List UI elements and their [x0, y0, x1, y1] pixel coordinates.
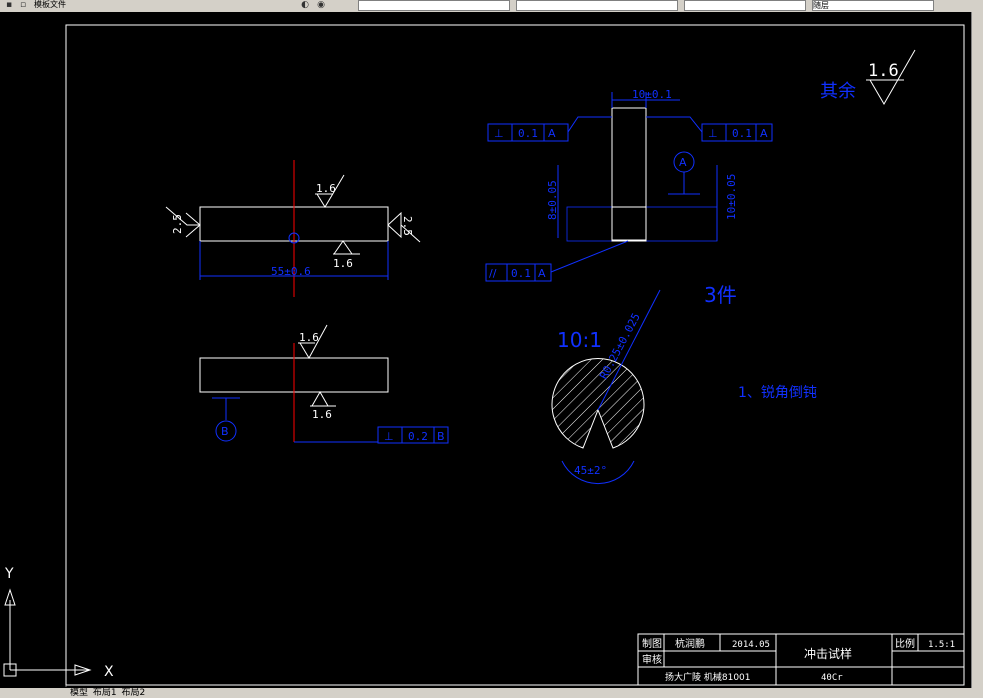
color-combo[interactable] — [516, 0, 678, 11]
fcf-left-frame — [487, 123, 569, 142]
properties-icon[interactable]: ◉ — [317, 0, 325, 10]
title-block-frame — [637, 633, 965, 686]
tb-material: 40Cr — [821, 673, 843, 683]
fcf-parallel-datum: A — [538, 267, 546, 280]
roughness-right-line — [400, 224, 421, 243]
roughness-symbol-bottom — [333, 240, 353, 255]
outer-frame — [65, 24, 964, 687]
fcf-parallel-value: 0.1 — [511, 267, 531, 280]
layer-combo[interactable] — [358, 0, 510, 11]
ucs-x-label: X — [104, 664, 114, 680]
datum-a-label: A — [679, 156, 687, 169]
tb-school: 扬大广陵 机械81001 — [665, 671, 751, 683]
fcf-right-perp-icon: ⊥ — [708, 127, 718, 140]
roughness-rest-value: 1.6 — [868, 61, 899, 81]
length-dim: 55±0.6 — [271, 265, 311, 278]
roughness-left-tri — [185, 212, 201, 238]
tb-date: 2014.05 — [732, 640, 770, 650]
roughness-rest-label: 其余 — [820, 81, 856, 102]
tb-scale-value: 1.5:1 — [928, 640, 955, 650]
open-file-icon[interactable]: ▫ — [19, 0, 27, 10]
roughness-rest-symbol — [869, 49, 916, 105]
datum-b-circle — [215, 420, 237, 442]
note-text: 1、锐角倒钝 — [738, 385, 817, 401]
tb-scale-label: 比例 — [895, 637, 915, 650]
side-roughness-symbol-top — [299, 324, 328, 360]
fcf-right-value: 0.1 — [732, 127, 752, 140]
fcf-left-value: 0.1 — [518, 127, 538, 140]
layout-tabs: 模型 布局1 布局2 — [0, 688, 983, 698]
parallel-icon: // — [489, 267, 497, 280]
tb-review-label: 审核 — [642, 653, 662, 666]
fcf-left-leader — [567, 116, 612, 133]
tb-drawn-label: 制图 — [642, 637, 662, 650]
quantity-label: 3件 — [704, 283, 737, 307]
tab-layout1[interactable]: 布局1 — [92, 688, 117, 698]
roughness-symbol-left — [165, 206, 200, 226]
vertical-scrollbar[interactable] — [971, 12, 983, 688]
tab-model[interactable]: 模型 — [70, 688, 89, 698]
angle-dim: 45±2° — [574, 464, 607, 477]
side-fcf-datum: B — [437, 430, 445, 443]
side-fcf-frame — [377, 426, 449, 444]
radius-leader — [597, 289, 661, 411]
section-square — [611, 206, 647, 242]
fcf-parallel-frame — [485, 263, 552, 282]
ucs-y-label: Y — [4, 566, 14, 582]
tb-drawn-name: 杭润鹏 — [675, 637, 705, 650]
drawing-canvas[interactable]: 其余 1.6 1.6 1.6 2.5 2.5 55±0.6 1.6 1.6 B … — [0, 12, 971, 688]
roughness-symbol-top — [316, 174, 345, 208]
perpendicular-icon: ⊥ — [384, 430, 394, 443]
datum-b-label: B — [221, 425, 229, 438]
top-roughness-left: 2.5 — [171, 214, 184, 234]
side-roughness-top: 1.6 — [299, 331, 319, 344]
detail-scale: 10:1 — [557, 328, 602, 352]
notch-mark — [288, 232, 300, 244]
fcf-left-datum: A — [548, 127, 556, 140]
fcf-right-frame — [701, 123, 773, 142]
top-roughness-right: 2.5 — [401, 216, 414, 236]
title-block — [637, 633, 965, 686]
fcf-right-leader — [646, 116, 703, 133]
top-roughness-top: 1.6 — [316, 182, 336, 195]
fcf-parallel-leader — [550, 240, 629, 273]
top-roughness-bottom: 1.6 — [333, 257, 353, 270]
canvas-background — [0, 12, 971, 688]
width-dim: 10±0.1 — [632, 88, 672, 101]
section-vertical — [611, 107, 647, 241]
side-roughness-bottom: 1.6 — [312, 408, 332, 421]
side-roughness-symbol-bottom — [311, 390, 329, 407]
side-fcf-value: 0.2 — [408, 430, 428, 443]
tb-part-name: 冲击试样 — [804, 646, 852, 661]
height-dim-right: 10±0.05 — [725, 174, 738, 220]
zoom-icon[interactable]: ◐ — [301, 0, 309, 10]
lineweight-combo[interactable]: 随层 — [812, 0, 934, 11]
angle-arc — [561, 460, 635, 484]
height-dim-left: 8±0.05 — [546, 180, 559, 220]
detail-section-hatched — [551, 358, 645, 449]
tab-layout2[interactable]: 布局2 — [121, 688, 146, 698]
ucs-origin — [3, 663, 17, 677]
new-file-icon[interactable]: ▪ — [5, 0, 13, 10]
fcf-right-datum: A — [760, 127, 768, 140]
ucs-x-arrow — [74, 664, 92, 676]
file-label: 模板文件 — [34, 0, 66, 9]
linetype-combo[interactable] — [684, 0, 806, 11]
ucs-icon — [3, 588, 92, 677]
fcf-left-perp-icon: ⊥ — [494, 127, 504, 140]
ucs-y-arrow — [4, 588, 16, 606]
